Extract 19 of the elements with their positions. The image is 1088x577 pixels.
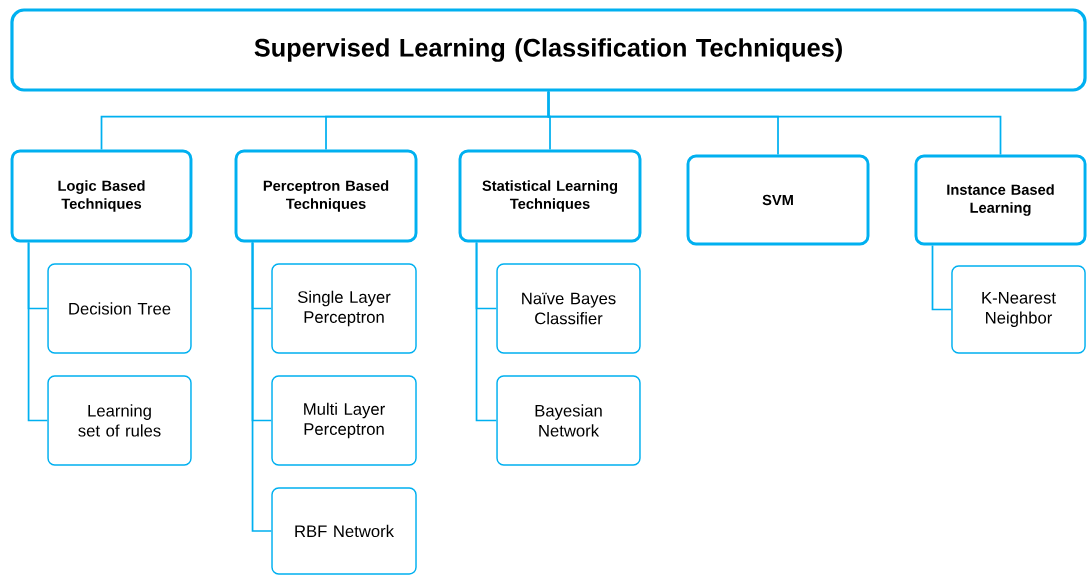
category-box: Perceptron Based Techniques <box>234 149 418 243</box>
connector-line <box>475 241 498 422</box>
connector-line <box>931 244 953 311</box>
connector-line <box>251 241 273 532</box>
technique-box: K-Nearest Neighbor <box>951 265 1086 354</box>
root-box: Supervised Learning (Classification Techniques) <box>10 8 1087 92</box>
technique-box: Decision Tree <box>47 263 192 354</box>
category-box: Statistical Learning Techniques <box>458 149 642 243</box>
category-box: Logic Based Techniques <box>10 149 193 243</box>
technique-box: RBF Network <box>271 487 417 575</box>
technique-box: Bayesian Network <box>496 375 641 466</box>
technique-box: Multi Layer Perceptron <box>271 375 417 466</box>
technique-box: Single Layer Perceptron <box>271 263 417 354</box>
technique-box: Naïve Bayes Classifier <box>496 263 641 354</box>
connector-line <box>27 241 49 422</box>
category-box: Instance Based Learning <box>914 154 1087 246</box>
technique-box: Learning set of rules <box>47 375 192 466</box>
category-box: SVM <box>686 154 870 246</box>
connector-line <box>547 90 1002 156</box>
